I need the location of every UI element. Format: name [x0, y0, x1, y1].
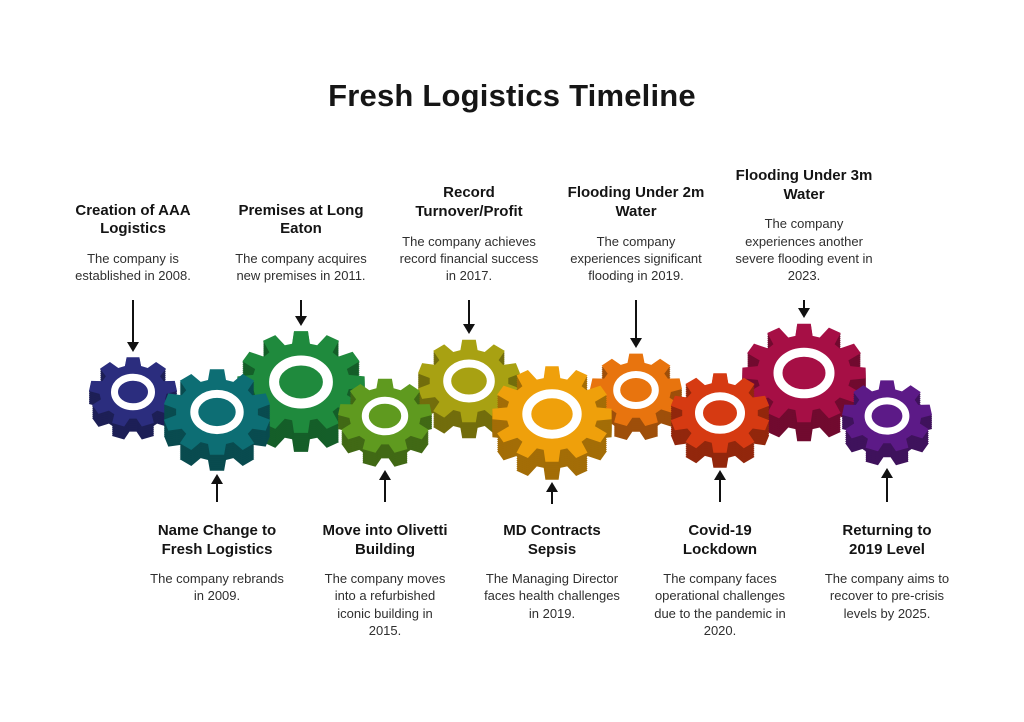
- page-title: Fresh Logistics Timeline: [328, 78, 696, 113]
- arrow-down-2: [295, 300, 307, 326]
- timeline-event-bottom-4: Covid-19 Lockdown The company faces oper…: [652, 522, 788, 639]
- event-heading: Move into Olivetti Building: [322, 522, 448, 558]
- arrow-up-4: [714, 470, 726, 502]
- gear-9: [742, 323, 866, 442]
- gear-4: [338, 378, 432, 467]
- arrow-down-5: [798, 300, 810, 318]
- gear-1: [89, 357, 177, 440]
- gear-8: [670, 373, 770, 468]
- gear-7: [590, 353, 682, 440]
- timeline-event-bottom-2: Move into Olivetti Building The company …: [321, 522, 449, 639]
- event-heading: Returning to 2019 Level: [842, 522, 932, 558]
- timeline-event-top-1: Creation of AAA Logistics The company is…: [58, 202, 208, 285]
- timeline-event-bottom-1: Name Change to Fresh Logistics The compa…: [147, 522, 287, 605]
- event-heading: MD Contracts Sepsis: [503, 522, 601, 558]
- event-heading: Flooding Under 3m Water: [735, 167, 873, 203]
- event-description: The company experiences another severe f…: [735, 216, 873, 283]
- event-description: The company faces operational challenges…: [654, 571, 786, 638]
- event-heading: Flooding Under 2m Water: [567, 184, 705, 220]
- arrow-up-3: [546, 482, 558, 504]
- event-description: The company rebrands in 2009.: [150, 571, 284, 604]
- timeline-event-top-4: Flooding Under 2m Water The company expe…: [566, 184, 706, 284]
- event-description: The company is established in 2008.: [75, 250, 191, 283]
- timeline-event-top-3: Record Turnover/Profit The company achie…: [394, 184, 544, 284]
- timeline-event-bottom-3: MD Contracts Sepsis The Managing Directo…: [481, 522, 623, 622]
- event-heading: Creation of AAA Logistics: [75, 201, 191, 238]
- gear-10: [842, 380, 932, 466]
- timeline-event-top-5: Flooding Under 3m Water The company expe…: [729, 167, 879, 284]
- arrow-up-1: [211, 474, 223, 502]
- arrow-down-1: [127, 300, 139, 352]
- event-heading: Record Turnover/Profit: [415, 184, 523, 220]
- event-heading: Name Change to Fresh Logistics: [157, 522, 277, 558]
- event-heading: Premises at Long Eaton: [238, 201, 364, 238]
- arrow-up-5: [881, 468, 893, 502]
- event-description: The company acquires new premises in 201…: [235, 250, 367, 283]
- event-description: The company moves into a refurbished ico…: [324, 571, 446, 638]
- arrow-up-2: [379, 470, 391, 502]
- gear-5: [417, 339, 521, 439]
- gear-6: [492, 366, 612, 480]
- arrow-down-4: [630, 300, 642, 348]
- timeline-event-bottom-5: Returning to 2019 Level The company aims…: [824, 522, 950, 622]
- event-description: The company achieves record financial su…: [399, 233, 539, 283]
- event-description: The company experiences significant floo…: [570, 233, 702, 283]
- gear-2: [163, 369, 271, 471]
- timeline-event-top-2: Premises at Long Eaton The company acqui…: [226, 202, 376, 285]
- event-heading: Covid-19 Lockdown: [682, 522, 758, 558]
- arrow-down-3: [463, 300, 475, 334]
- event-description: The Managing Director faces health chall…: [484, 571, 620, 621]
- event-description: The company aims to recover to pre-crisi…: [824, 571, 950, 621]
